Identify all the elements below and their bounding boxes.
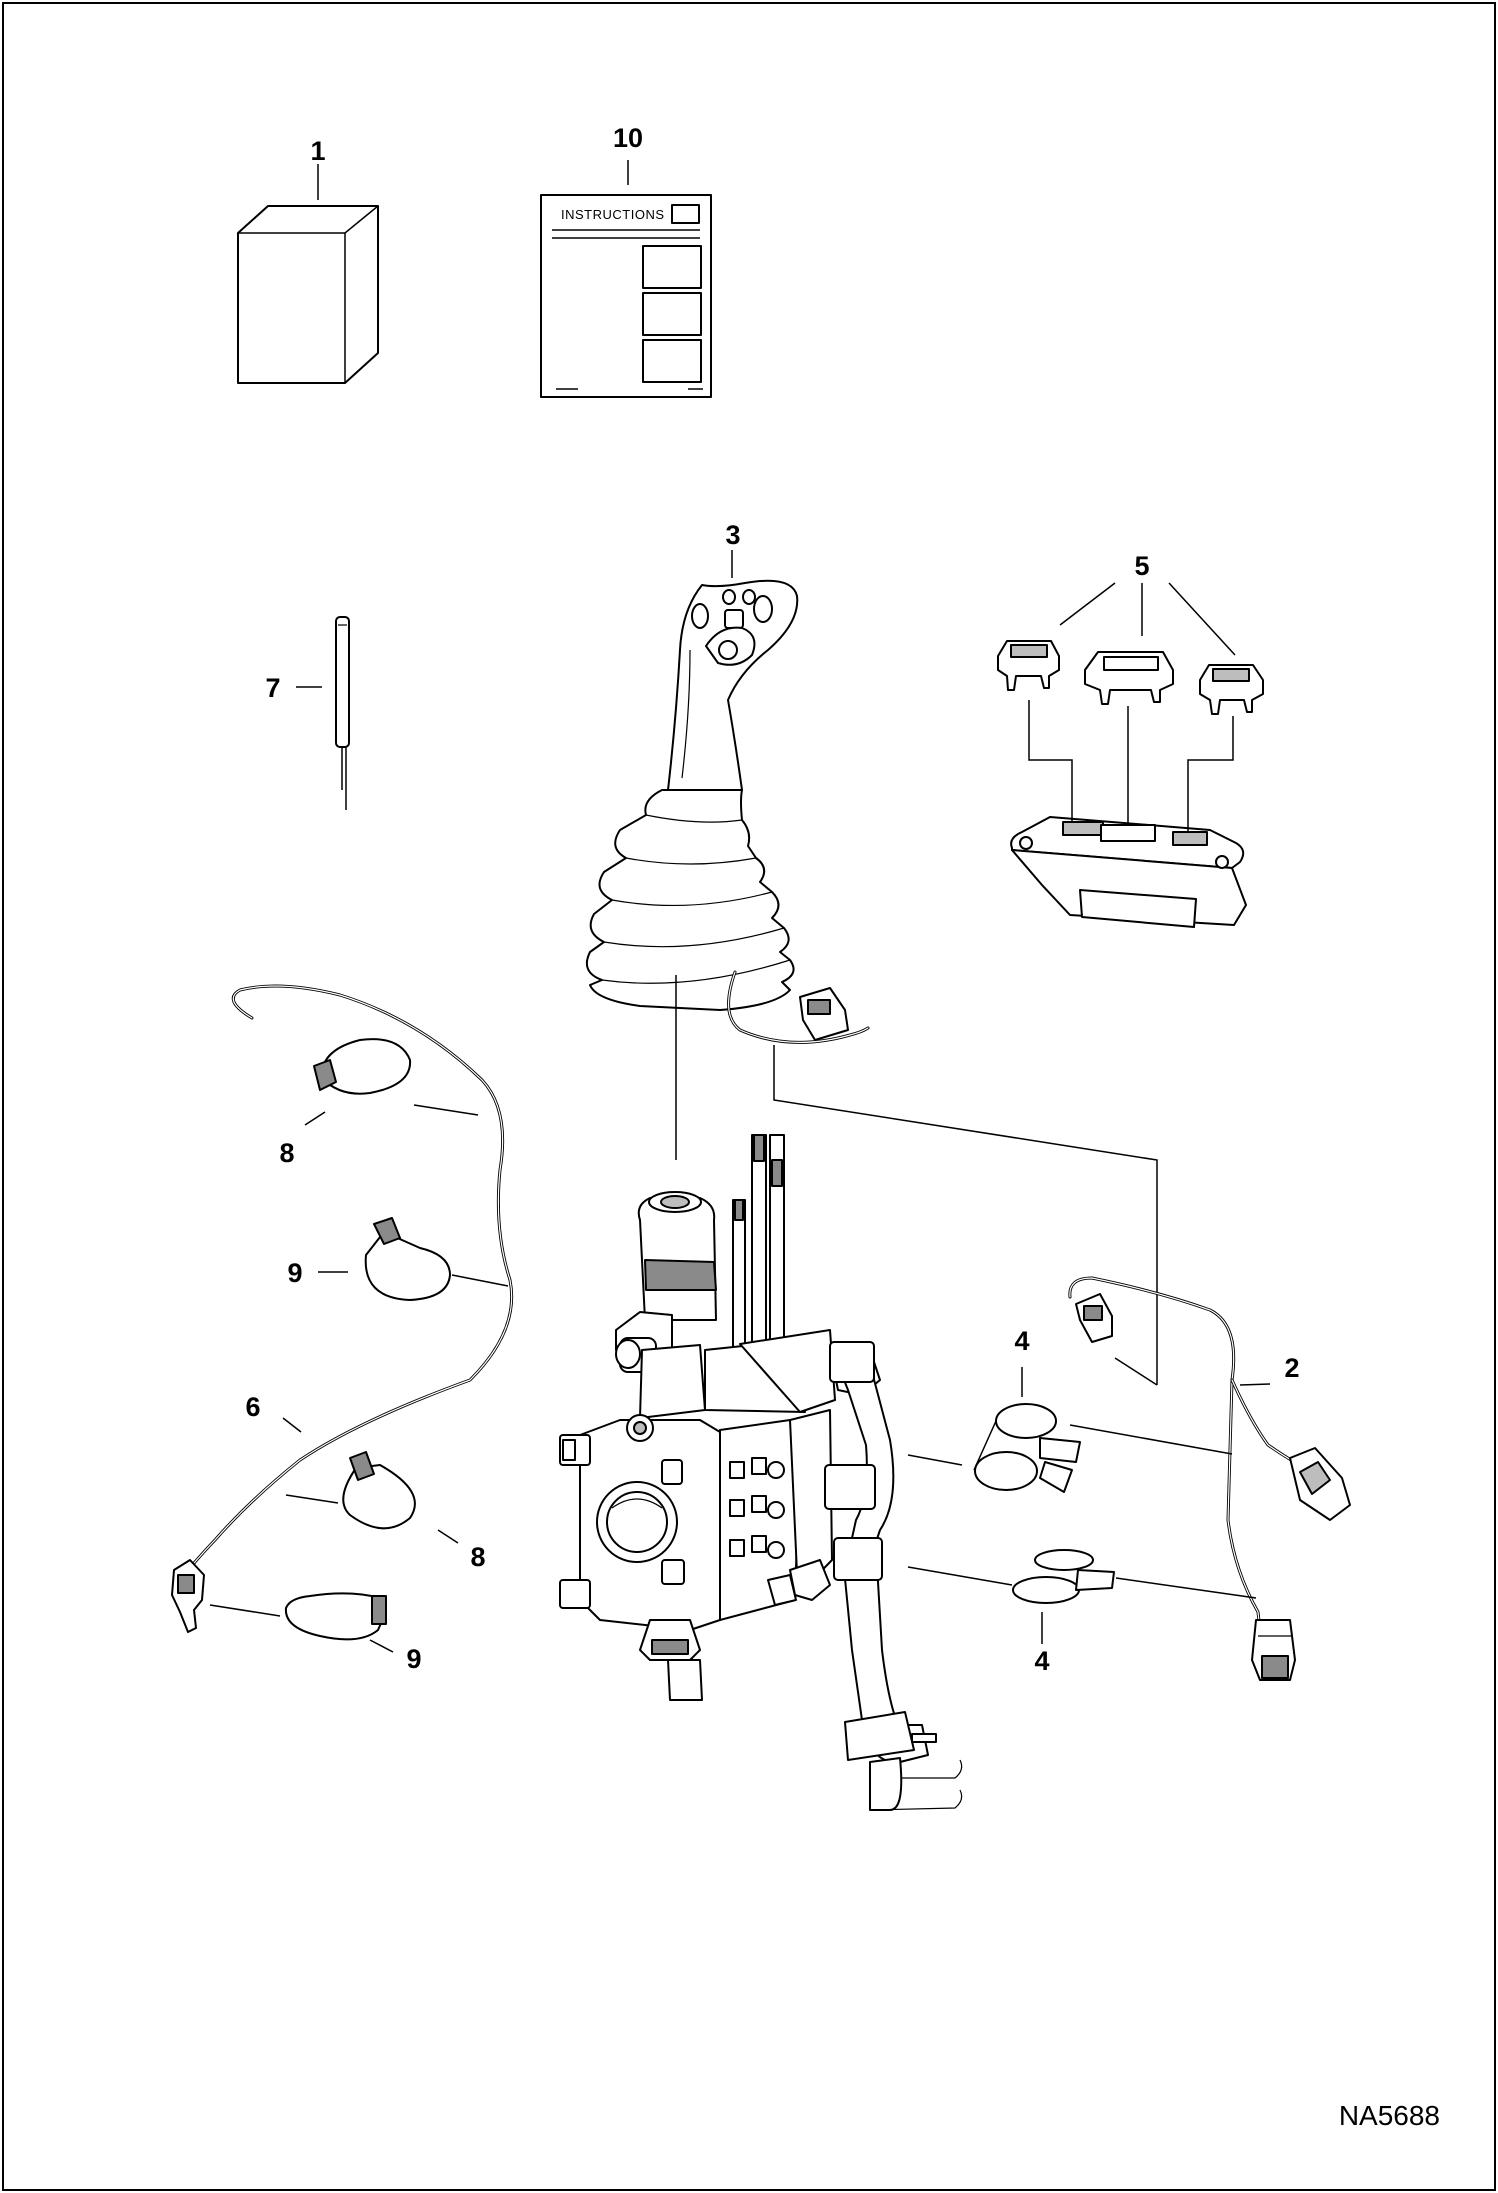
callout-instructions[interactable]: 10	[613, 123, 643, 153]
callout-hose-clamp-lower[interactable]: 4	[1034, 1646, 1049, 1676]
leader-cable-tie-upper	[304, 1111, 326, 1126]
leader-cable-tie-mount-lower	[369, 1639, 394, 1653]
leader-switch-right	[1168, 582, 1236, 656]
callout-kit-box[interactable]: 1	[310, 136, 325, 166]
assembly-line-hose-clamp-upper-harness	[1069, 1424, 1233, 1455]
assembly-line-hose-clamp-upper	[907, 1454, 963, 1466]
callout-wire-harness[interactable]: 2	[1284, 1353, 1299, 1383]
leader-tie-wire	[282, 1417, 302, 1433]
callout-tie-wire[interactable]: 6	[245, 1392, 260, 1422]
sleeve-part	[335, 616, 350, 810]
assembly-line-harness-plug	[1114, 1357, 1158, 1386]
hose-clamp-upper-part	[973, 1403, 1081, 1493]
leader-cable-tie-upper-to-wire	[413, 1104, 479, 1116]
leader-wire-harness	[1239, 1383, 1271, 1386]
cable-tie-upper-part	[313, 1038, 412, 1095]
callout-cable-tie-lower[interactable]: 8	[470, 1542, 485, 1572]
callout-hose-clamp-upper[interactable]: 4	[1014, 1326, 1029, 1356]
leader-cable-tie-lower-to-wire	[285, 1494, 339, 1504]
cable-tie-lower-part	[342, 1451, 416, 1530]
assembly-line-connector	[773, 1045, 1158, 1385]
callout-joystick-handle[interactable]: 3	[725, 520, 740, 550]
hose-clamp-lower-part	[1012, 1549, 1115, 1604]
leader-cable-tie-lower	[437, 1529, 459, 1544]
assembly-line-switch-right	[1187, 716, 1234, 832]
assembly-line-hose-clamp-lower	[907, 1566, 1013, 1586]
control-valve-assembly	[559, 1134, 881, 1701]
callout-cable-tie-mount-upper[interactable]: 9	[287, 1258, 302, 1288]
callout-switch-insert[interactable]: 5	[1134, 551, 1149, 581]
tie-wire-part	[171, 984, 514, 1633]
cable-tie-mount-upper-part	[364, 1217, 451, 1301]
callout-cable-tie-mount-lower[interactable]: 9	[406, 1644, 421, 1674]
figure-id: NA5688	[1339, 2100, 1440, 2131]
hydraulic-hoses	[824, 1341, 963, 1811]
instructions-sheet-part	[540, 194, 712, 398]
leader-switch-left	[1059, 582, 1116, 626]
assembly-line-hose-clamp-lower-harness	[1115, 1577, 1257, 1599]
leader-cable-tie-mount-lower-to-wire	[209, 1604, 281, 1617]
leader-cable-tie-mount-upper-to-wire	[451, 1274, 509, 1287]
switch-insert-parts	[997, 640, 1264, 928]
callout-cable-tie-upper[interactable]: 8	[279, 1138, 294, 1168]
wire-harness-part	[1068, 1276, 1351, 1681]
joystick-handle-part	[586, 579, 870, 1044]
cable-tie-mount-lower-part	[284, 1592, 387, 1641]
assembly-line-switch-left	[1028, 700, 1073, 822]
callout-sleeve[interactable]: 7	[265, 673, 280, 703]
instructions-sheet-label: INSTRUCTIONS	[561, 207, 665, 222]
kit-box-part	[237, 205, 379, 384]
